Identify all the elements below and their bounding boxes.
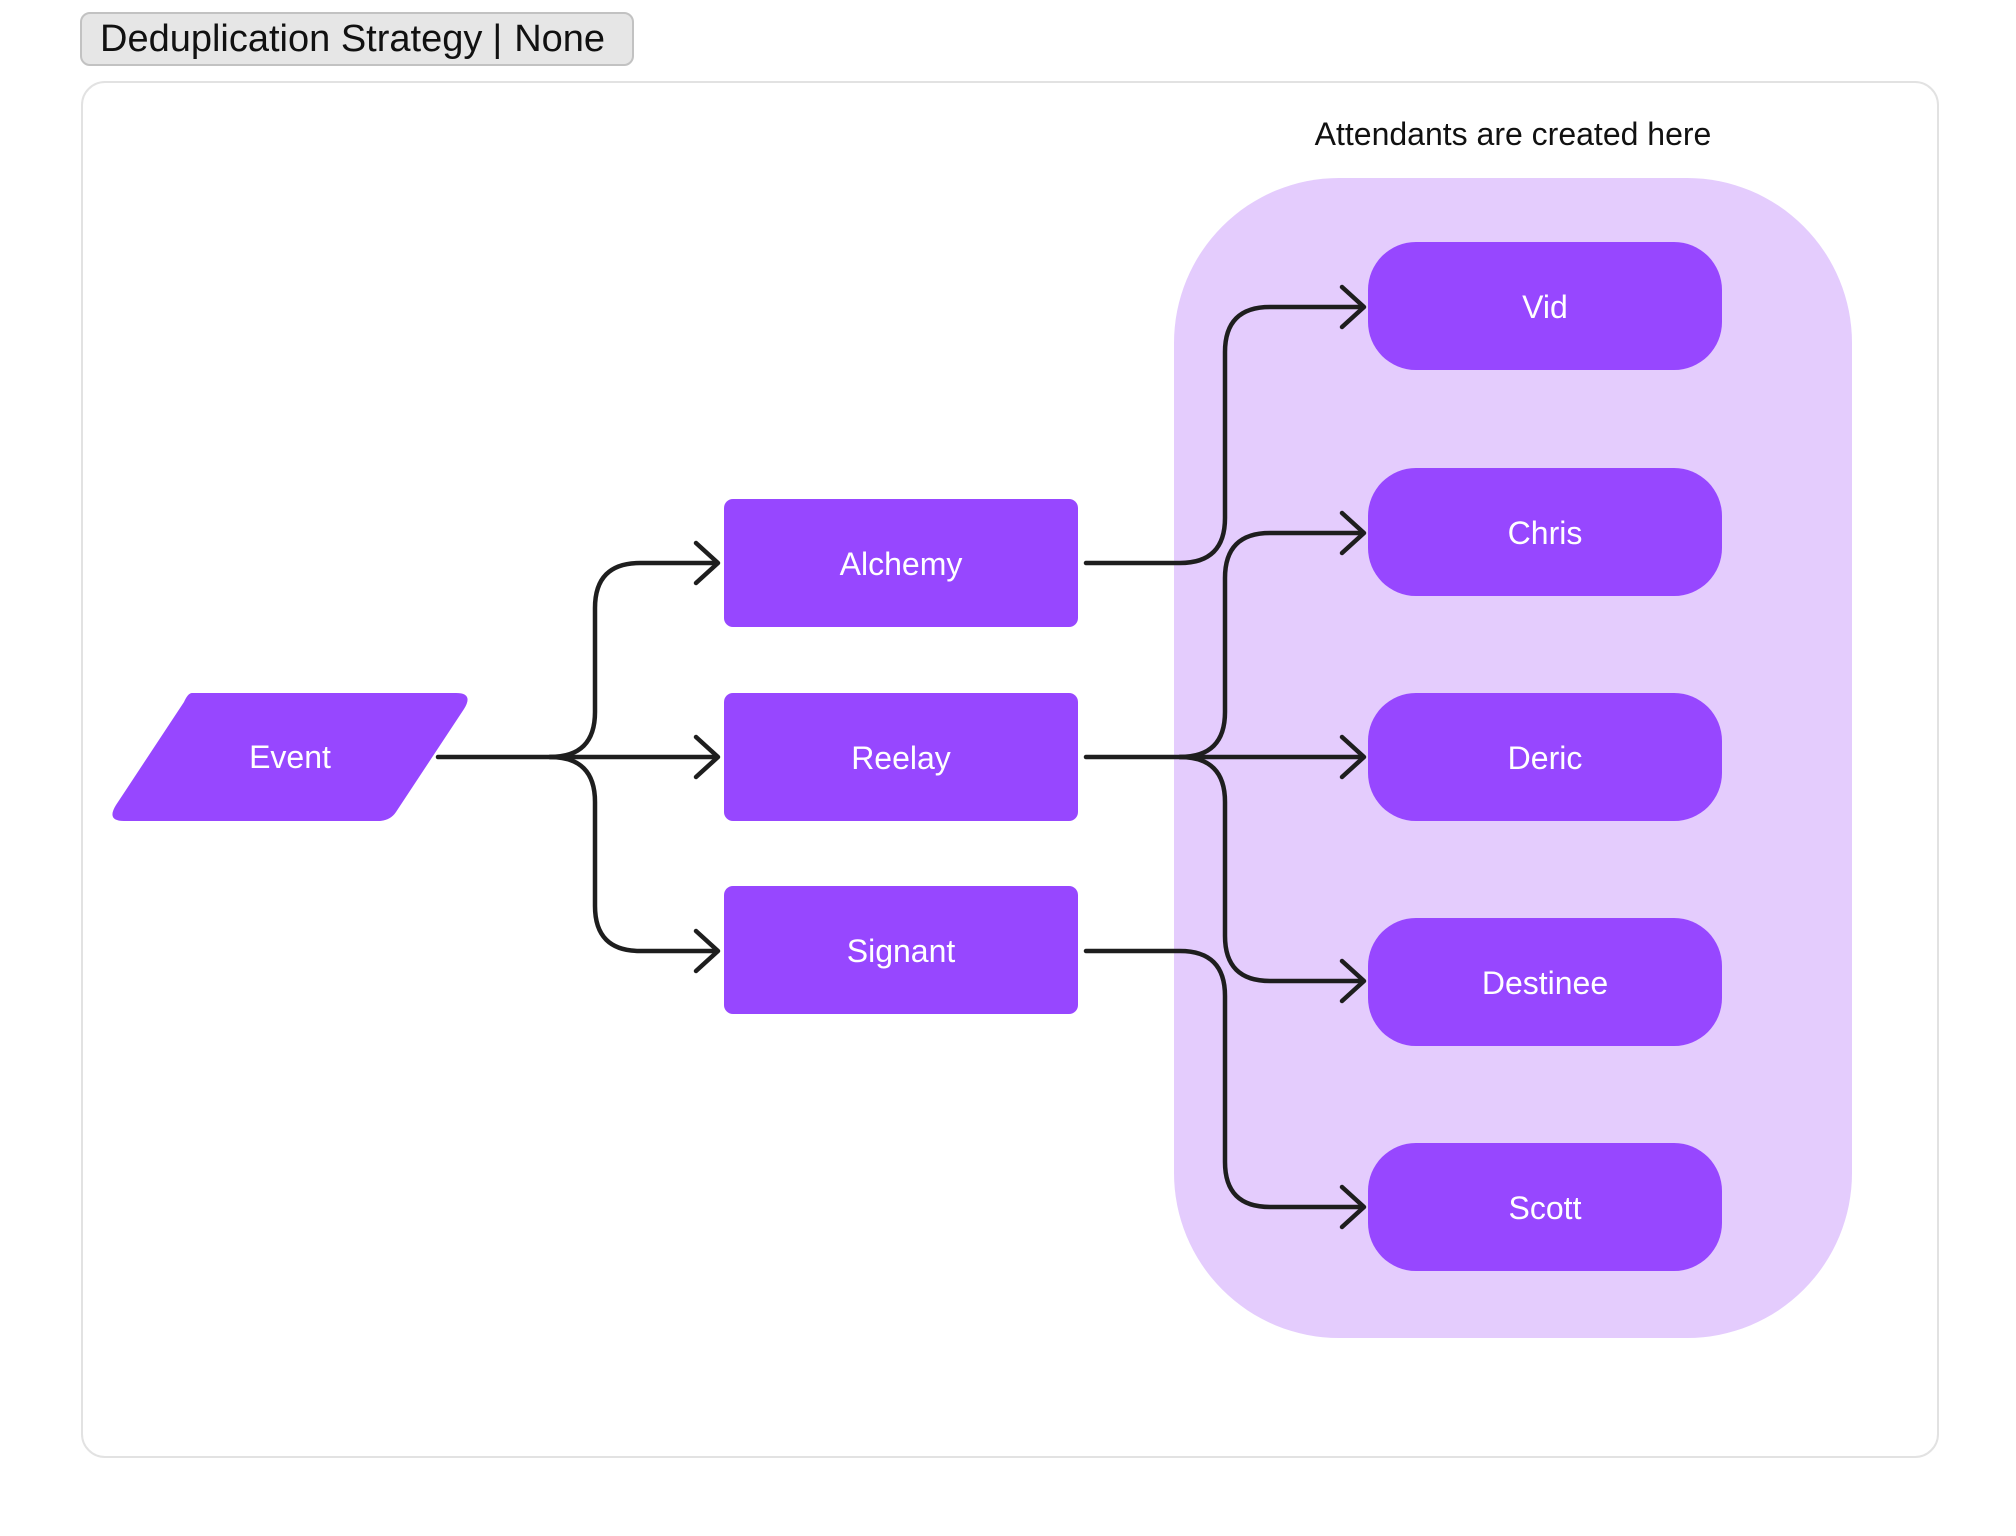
node-scott-label: Scott [1509,1190,1582,1226]
tab-separator: | [492,18,503,60]
arrowhead-scott [1339,1184,1367,1230]
edge-signant-scott [1083,948,1365,1210]
node-reelay: Reelay [724,693,1078,821]
attendants-group-caption: Attendants are created here [1315,116,1712,152]
edge-event-signant [547,754,719,954]
arrowhead-chris [1339,510,1367,556]
edge-reelay-destinee [1177,754,1365,984]
node-signant-label: Signant [847,933,956,969]
node-deric: Deric [1368,693,1722,821]
arrowhead-reelay [693,734,721,780]
edge-event-alchemy [547,560,719,760]
node-destinee-label: Destinee [1482,965,1608,1001]
arrowhead-alchemy [693,540,721,586]
node-event: Event [112,693,468,821]
edge-alchemy-vid [1083,304,1365,566]
arrowhead-deric [1339,734,1367,780]
tab-title: Deduplication Strategy [100,18,483,60]
arrowhead-signant [693,928,721,974]
node-vid-label: Vid [1522,289,1568,325]
node-scott: Scott [1368,1143,1722,1271]
node-alchemy: Alchemy [724,499,1078,627]
node-event-label: Event [249,739,331,775]
node-alchemy-label: Alchemy [840,546,963,582]
edge-reelay-chris [1177,530,1365,760]
deduplication-strategy-tab[interactable]: Deduplication Strategy| None [80,12,634,66]
arrowhead-vid [1339,284,1367,330]
tab-value: None [514,18,606,60]
node-destinee: Destinee [1368,918,1722,1046]
node-chris: Chris [1368,468,1722,596]
node-signant: Signant [724,886,1078,1014]
arrowhead-destinee [1339,958,1367,1004]
node-vid: Vid [1368,242,1722,370]
node-chris-label: Chris [1508,515,1583,551]
node-deric-label: Deric [1508,740,1583,776]
node-reelay-label: Reelay [851,740,951,776]
